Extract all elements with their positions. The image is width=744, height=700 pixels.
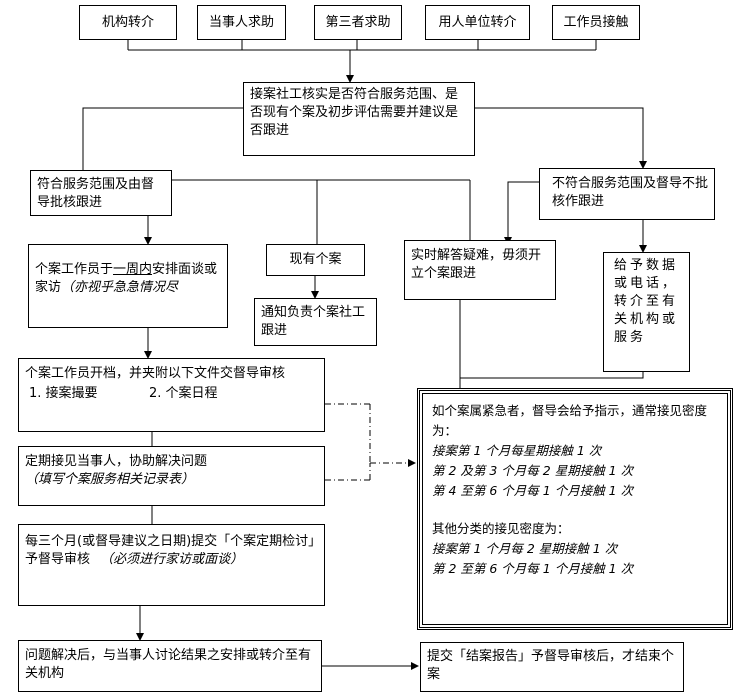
source-worker-contact: 工作员接触 — [552, 5, 640, 40]
notify-worker-box: 通知负责个案社工跟进 — [254, 298, 377, 346]
quarterly-review-text: 每三个月(或督导建议之日期)提交「个案定期检讨」予督导审核 — [25, 534, 315, 567]
quarterly-review-note: （必须进行家访或面谈） — [100, 552, 244, 567]
closing-report-box: 提交「结案报告」予督导审核后，才结束个案 — [420, 642, 684, 692]
other-line: 第 2 至第 6 个月每 1 个月接触 1 次 — [432, 561, 634, 576]
approved-box: 符合服务范围及由督导批核跟进 — [30, 170, 172, 216]
regular-meeting-line: 定期接见当事人，协助解决问题 — [25, 454, 208, 469]
urgent-line: 第 2 及第 3 个月每 2 星期接触 1 次 — [432, 463, 634, 478]
notify-worker-text: 通知负责个案社工跟进 — [261, 305, 366, 338]
urgent-line: 第 4 至第 6 个月每 1 个月接触 1 次 — [432, 483, 634, 498]
rejected-text: 不符合服务范围及督导不批核作跟进 — [552, 176, 709, 209]
source-label: 当事人求助 — [208, 14, 274, 30]
approved-text: 符合服务范围及由督导批核跟进 — [37, 177, 155, 210]
instant-answer-text: 实时解答疑难，毋须开立个案跟进 — [411, 248, 542, 281]
open-file-line: 个案工作员开档，并夹附以下文件交督导审核 — [25, 366, 286, 381]
resolved-text: 问题解决后，与当事人讨论结果之安排或转介至有关机构 — [25, 648, 312, 681]
regular-meeting-note: （填写个案服务相关记录表） — [25, 472, 195, 487]
schedule-suffix: 安排面谈或家访 — [35, 262, 218, 295]
referral-text: 给予数据或电话，转介至有关机构或服务 — [614, 258, 679, 345]
document-item-intake-summary: 1. 接案撮要 — [29, 386, 98, 401]
schedule-visit-box: 个案工作员于一周内安排面谈或家访（亦视乎急急情况尽 — [28, 244, 228, 328]
regular-meeting-box: 定期接见当事人，协助解决问题 （填写个案服务相关记录表） — [18, 446, 325, 506]
source-third-party-request: 第三者求助 — [314, 5, 402, 40]
source-employer-referral: 用人单位转介 — [425, 5, 530, 40]
instant-answer-box: 实时解答疑难，毋须开立个案跟进 — [404, 240, 556, 300]
intake-review-text: 接案社工核实是否符合服务范围、是否现有个案及初步评估需要并建议是否跟进 — [250, 87, 459, 138]
document-item-case-schedule: 2. 个案日程 — [149, 386, 218, 401]
schedule-underline: 一周内 — [113, 262, 153, 277]
schedule-note: （亦视乎急急情况尽 — [61, 280, 179, 295]
source-agency-referral: 机构转介 — [79, 5, 177, 40]
existing-case-text: 现有个案 — [289, 252, 342, 267]
intake-review-box: 接案社工核实是否符合服务范围、是否现有个案及初步评估需要并建议是否跟进 — [243, 82, 475, 156]
source-client-request: 当事人求助 — [197, 5, 286, 40]
closing-report-text: 提交「结案报告」予督导审核后，才结束个案 — [427, 649, 675, 682]
source-label: 用人单位转介 — [438, 14, 517, 30]
urgent-line: 接案第 1 个月每星期接触 1 次 — [432, 443, 602, 458]
referral-box: 给予数据或电话，转介至有关机构或服务 — [603, 252, 690, 372]
source-label: 工作员接触 — [563, 14, 629, 30]
other-line: 接案第 1 个月每 2 星期接触 1 次 — [432, 541, 618, 556]
contact-frequency-box: 如个案属紧急者，督导会给予指示，通常接见密度为： 接案第 1 个月每星期接触 1… — [417, 388, 733, 630]
open-file-box: 个案工作员开档，并夹附以下文件交督导审核 1. 接案撮要 2. 个案日程 — [18, 358, 325, 432]
schedule-prefix: 个案工作员于 — [35, 262, 114, 277]
rejected-box: 不符合服务范围及督导不批核作跟进 — [539, 168, 715, 220]
source-label: 机构转介 — [101, 14, 154, 30]
other-intro: 其他分类的接见密度为： — [432, 521, 570, 536]
resolved-box: 问题解决后，与当事人讨论结果之安排或转介至有关机构 — [18, 640, 322, 692]
urgent-intro: 如个案属紧急者，督导会给予指示，通常接见密度为： — [432, 403, 708, 438]
source-label: 第三者求助 — [325, 14, 391, 30]
existing-case-box: 现有个案 — [266, 244, 365, 276]
quarterly-review-box: 每三个月(或督导建议之日期)提交「个案定期检讨」予督导审核 （必须进行家访或面谈… — [18, 524, 325, 606]
